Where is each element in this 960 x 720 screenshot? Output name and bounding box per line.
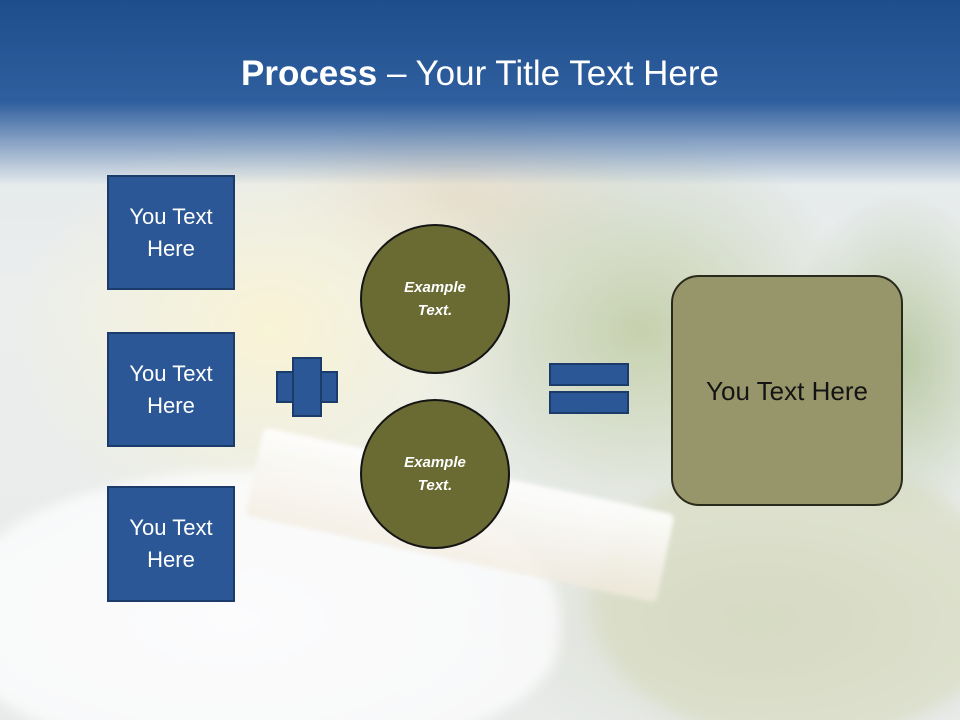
equals-icon-bottom-bar	[549, 391, 629, 414]
slide-title: Process – Your Title Text Here	[0, 52, 960, 96]
input-box-3-label: You Text Here	[129, 515, 213, 572]
input-box-1-label: You Text Here	[129, 203, 213, 261]
example-circle-1-label: Example Text.	[404, 279, 466, 319]
input-box-2: You Text Here	[107, 332, 235, 447]
result-box-label: You Text Here	[706, 375, 868, 406]
input-box-3: You Text Here	[107, 486, 235, 602]
example-circle-1: Example Text.	[360, 224, 510, 374]
input-box-1: You Text Here	[107, 175, 235, 290]
plus-icon	[294, 373, 320, 401]
equals-icon-top-bar	[549, 363, 629, 386]
title-rest: – Your Title Text Here	[377, 54, 719, 93]
example-circle-2-label: Example Text.	[404, 454, 466, 494]
input-box-2-label: You Text Here	[129, 360, 213, 418]
title-bold: Process	[241, 54, 378, 93]
example-circle-2: Example Text.	[360, 399, 510, 549]
title-bar	[0, 0, 960, 185]
result-box: You Text Here	[671, 275, 903, 506]
